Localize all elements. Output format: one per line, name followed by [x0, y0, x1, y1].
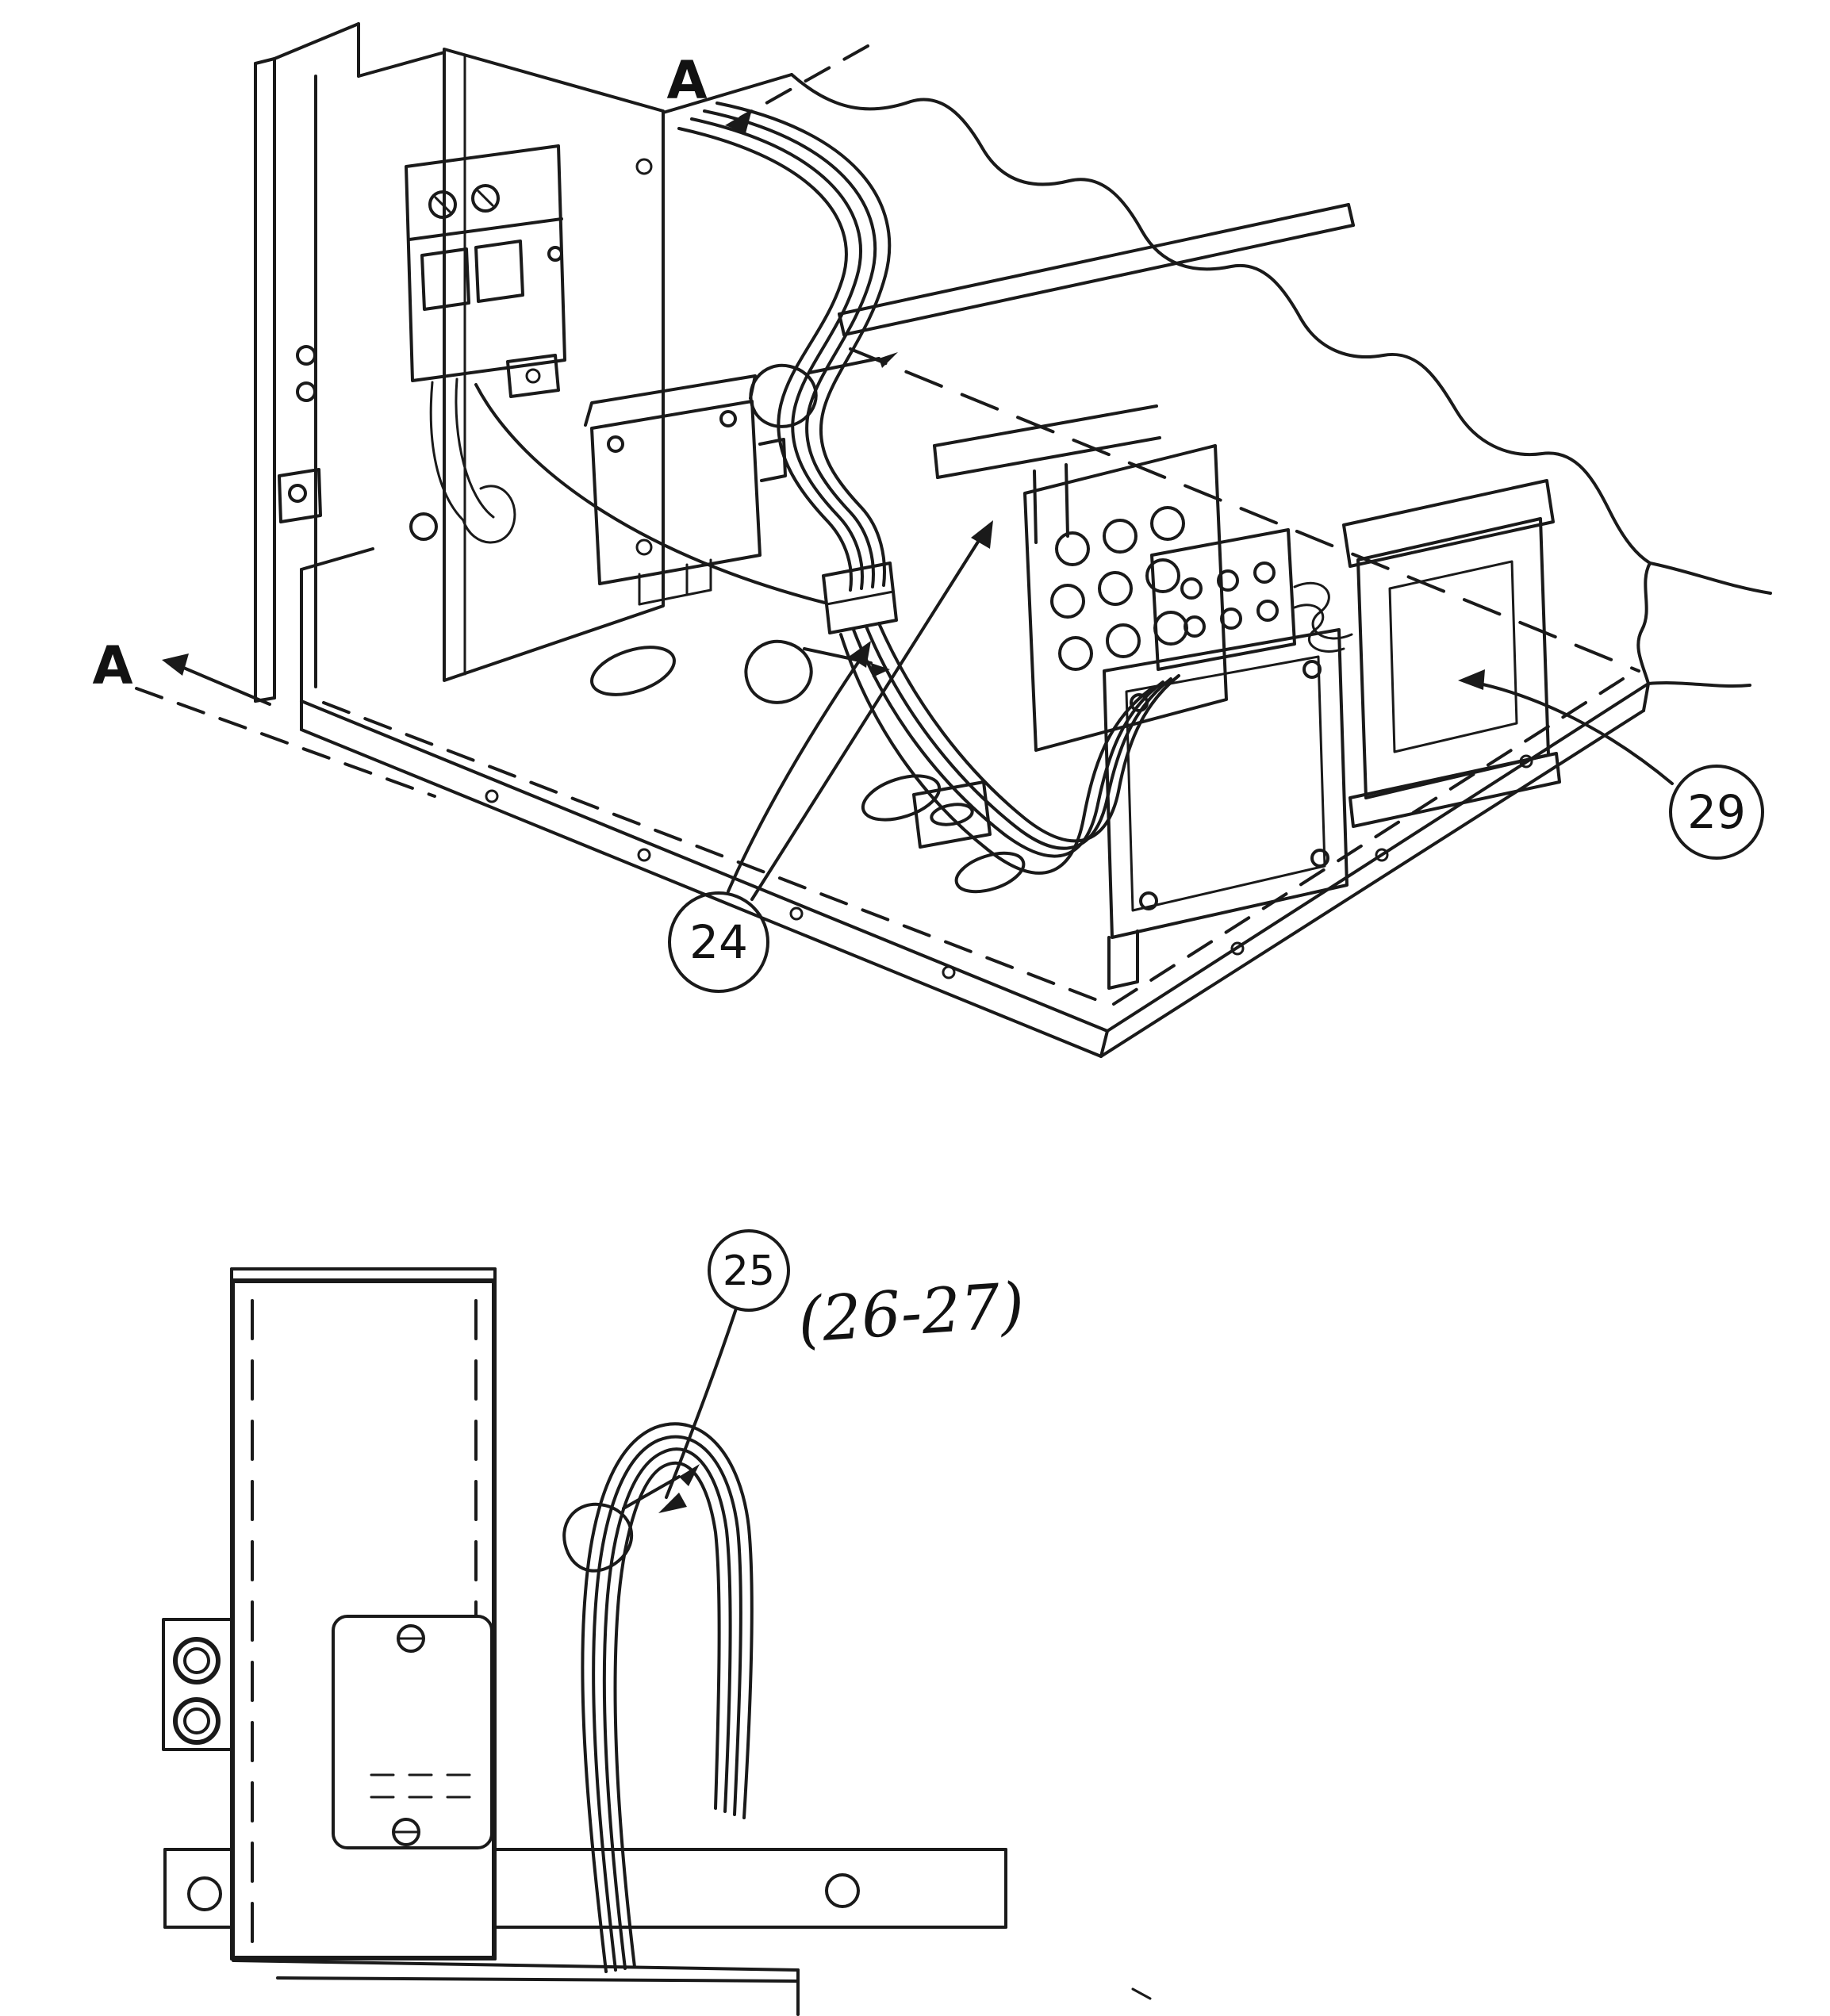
power-supply-box	[1103, 628, 1349, 990]
contactor	[405, 144, 566, 544]
callout-29-number: 29	[1687, 785, 1746, 839]
bottom-detail-view: 25 (26-27)	[162, 1229, 1152, 2016]
callout-26-27-label: (26-27)	[796, 1270, 1026, 1357]
support-rail	[838, 203, 1640, 673]
callout-29: 29	[1458, 669, 1764, 860]
section-label-a-top: A	[666, 50, 707, 111]
callout-25-bubble	[708, 1229, 790, 1312]
callout-24-bubble	[668, 891, 769, 993]
mounting-plate	[443, 48, 665, 682]
callout-25-number: 25	[723, 1248, 775, 1295]
right-transformer	[1342, 479, 1561, 828]
cutaway-edge	[662, 73, 1772, 688]
wiring-harness-upper	[474, 102, 892, 604]
foot-strip	[232, 1959, 1152, 2016]
perforated-bracket	[933, 404, 1228, 752]
section-arrow-left: A	[92, 635, 436, 798]
wiring-harness-lower	[839, 622, 1180, 875]
callout-24: 24	[668, 520, 993, 993]
callout-29-bubble	[1669, 765, 1764, 860]
callout-24-number: 24	[689, 915, 748, 969]
section-arrow-top: A	[666, 44, 869, 133]
junction-box	[332, 1615, 493, 1849]
wire-clamp-plate	[912, 780, 992, 849]
inline-connector	[822, 561, 898, 634]
wire-loop	[581, 1422, 754, 1973]
chassis-base	[300, 512, 1650, 1058]
cable-tie-upper	[749, 352, 898, 428]
cable-tie-detail	[562, 1464, 700, 1573]
top-assembly-view: A A 24 29	[92, 22, 1772, 1058]
left-panel	[254, 22, 446, 703]
vertical-channel	[230, 1267, 497, 1960]
callout-25: 25 (26-27)	[658, 1229, 1026, 1513]
left-hole-bracket	[162, 1618, 233, 1751]
section-label-a-left: A	[92, 635, 132, 696]
terminal-block	[1150, 528, 1353, 671]
